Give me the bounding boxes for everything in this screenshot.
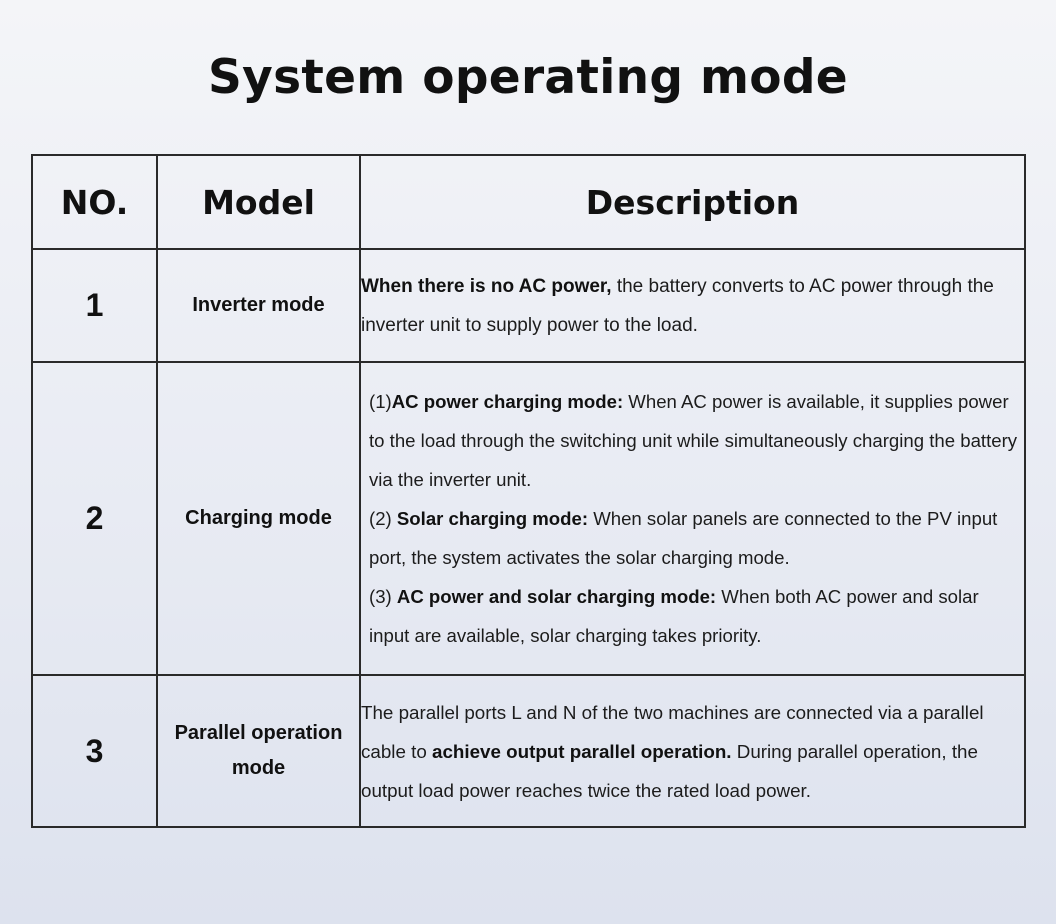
- description-bold: AC power and solar charging mode:: [396, 586, 717, 607]
- description-prefix: (2): [369, 508, 397, 529]
- mode-description: The parallel ports L and N of the two ma…: [359, 674, 1026, 828]
- table-header-row: NO. Model Description: [31, 154, 1026, 250]
- description-prefix: (3): [369, 586, 397, 607]
- description-paragraph: (2) Solar charging mode: When solar pane…: [369, 499, 1022, 577]
- table-row: 3 Parallel operation mode The parallel p…: [31, 674, 1026, 828]
- description-paragraph: (3) AC power and solar charging mode: Wh…: [369, 577, 1022, 655]
- description-bold: achieve output parallel operation.: [432, 740, 732, 762]
- description-bold: Solar charging mode:: [396, 508, 589, 529]
- row-number: 3: [31, 674, 158, 828]
- mode-name: Parallel operation mode: [156, 674, 361, 828]
- description-paragraph: When there is no AC power, the battery c…: [361, 267, 1024, 345]
- row-number: 1: [31, 248, 158, 363]
- mode-name: Charging mode: [156, 361, 361, 676]
- page-title: System operating mode: [208, 50, 848, 105]
- description-prefix: The parallel ports L and N of the two ma…: [361, 701, 984, 762]
- description-text: During parallel operation, the output lo…: [361, 740, 978, 801]
- description-prefix: (1): [369, 391, 392, 412]
- description-text: When both AC power and solar input are a…: [369, 586, 979, 646]
- mode-description: When there is no AC power, the battery c…: [359, 248, 1026, 363]
- description-paragraph: The parallel ports L and N of the two ma…: [361, 693, 1024, 810]
- row-number: 2: [31, 361, 158, 676]
- description-text: When AC power is available, it supplies …: [369, 391, 1018, 490]
- description-text: When solar panels are connected to the P…: [369, 508, 998, 568]
- description-bold: When there is no AC power,: [361, 275, 612, 297]
- description-bold: AC power charging mode:: [391, 391, 624, 412]
- description-text: the battery converts to AC power through…: [361, 275, 994, 336]
- header-no: NO.: [31, 154, 158, 250]
- description-paragraph: (1)AC power charging mode: When AC power…: [369, 382, 1022, 499]
- operating-mode-table: NO. Model Description 1 Inverter mode Wh…: [31, 154, 1026, 828]
- table-row: 1 Inverter mode When there is no AC powe…: [31, 248, 1026, 363]
- mode-description: (1)AC power charging mode: When AC power…: [359, 361, 1026, 676]
- mode-name: Inverter mode: [156, 248, 361, 363]
- table-row: 2 Charging mode (1)AC power charging mod…: [31, 361, 1026, 676]
- header-model: Model: [156, 154, 361, 250]
- header-description: Description: [359, 154, 1026, 250]
